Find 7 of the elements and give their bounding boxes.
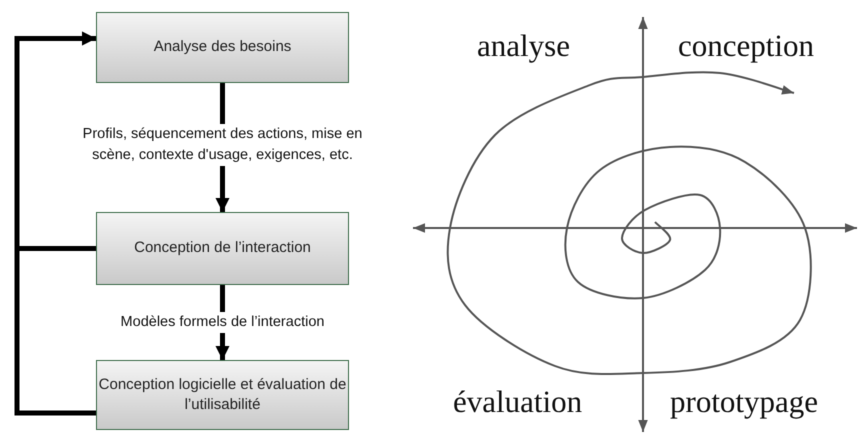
process-box: Conception logicielle et évaluation de l’utilisabilité bbox=[96, 360, 349, 430]
quadrant-label: conception bbox=[678, 28, 814, 64]
process-box: Analyse des besoins bbox=[96, 12, 349, 83]
quadrant-label: analyse bbox=[477, 28, 570, 64]
process-box: Conception de l’interaction bbox=[96, 212, 349, 285]
quadrant-label: évaluation bbox=[453, 384, 582, 420]
quadrant-label: prototypage bbox=[670, 384, 818, 420]
